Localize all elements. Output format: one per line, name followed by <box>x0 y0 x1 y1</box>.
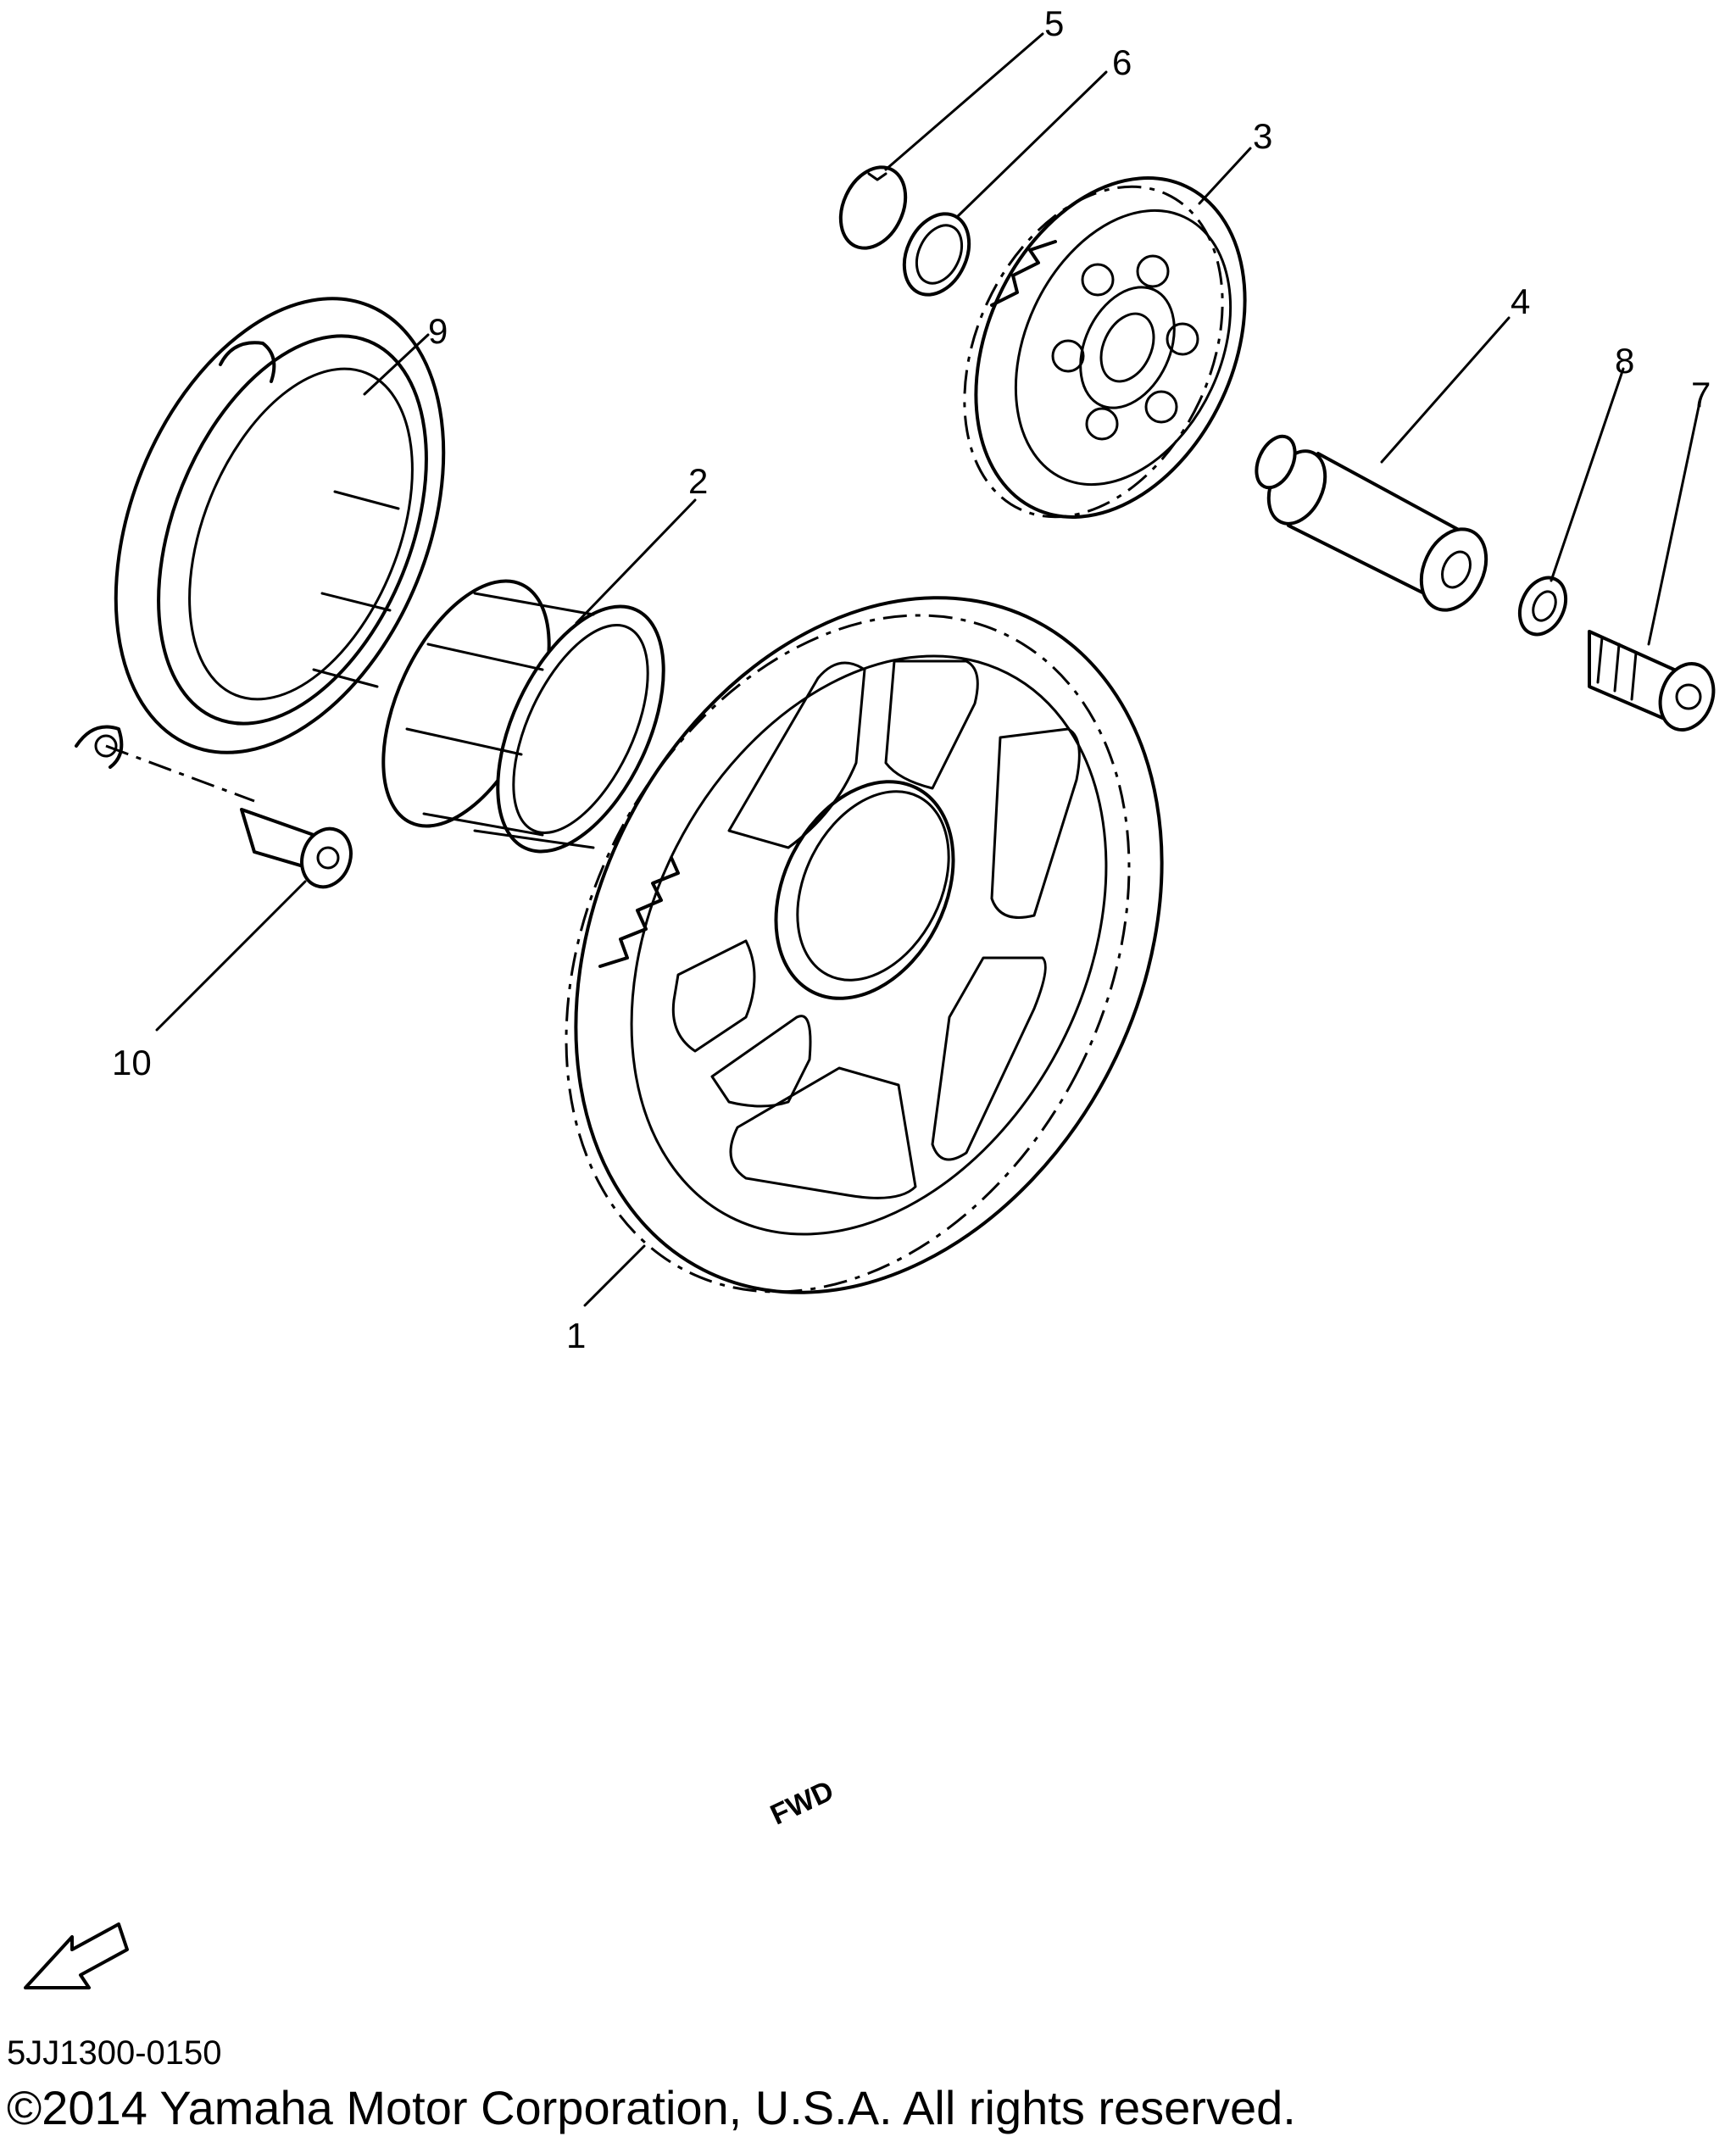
callout-8: 8 <box>1615 341 1634 381</box>
callout-labels: 5 6 3 4 8 7 9 2 10 1 <box>112 3 1711 1355</box>
fwd-label: FWD <box>765 1774 838 1831</box>
copyright-notice: ©2014 Yamaha Motor Corporation, U.S.A. A… <box>7 2081 1296 2134</box>
callout-4: 4 <box>1511 281 1530 321</box>
part-7-bolt <box>1588 630 1716 732</box>
callout-9: 9 <box>428 311 448 351</box>
callout-2: 2 <box>688 461 708 501</box>
diagram-code: 5JJ1300-0150 <box>7 2034 222 2072</box>
part-1-wheel-gear <box>565 596 1164 1294</box>
callout-10: 10 <box>112 1043 152 1082</box>
part-6-washer <box>902 212 971 297</box>
callout-3: 3 <box>1253 116 1272 156</box>
part-2-one-way-clutch-cage <box>381 579 665 854</box>
part-4-shaft <box>1255 434 1488 612</box>
callout-1: 1 <box>566 1316 586 1355</box>
fwd-arrow: FWD <box>24 1774 838 1989</box>
leader-lines <box>155 32 1701 1307</box>
callout-7: 7 <box>1691 375 1711 414</box>
part-9-clutch-housing <box>75 297 446 769</box>
part-8-washer <box>1517 576 1568 637</box>
callout-5: 5 <box>1044 3 1064 43</box>
callout-6: 6 <box>1112 42 1132 82</box>
part-3-idler-gear <box>963 176 1247 519</box>
part-10-screw <box>105 744 353 889</box>
part-5-circlip <box>838 165 908 250</box>
